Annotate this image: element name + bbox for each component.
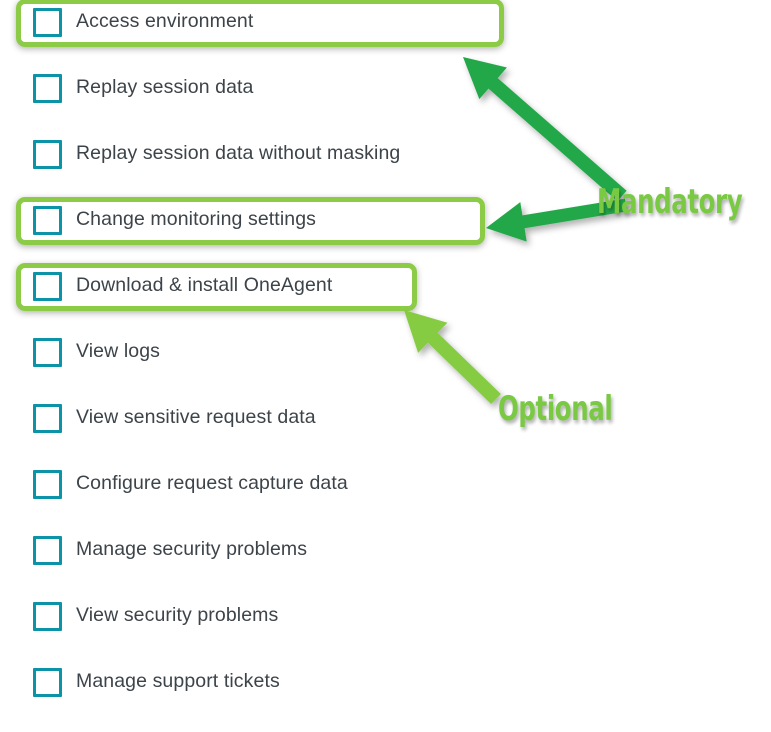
permission-label: View security problems [76,604,279,627]
checkbox-access-environment[interactable] [33,7,62,37]
permission-row[interactable]: View security problems [0,594,278,638]
permission-label: Replay session data without masking [76,142,401,165]
arrow-optional-to-download-oneagent [404,310,501,404]
checkbox-manage-support-tickets[interactable] [33,667,62,697]
permission-label: Configure request capture data [76,472,348,495]
permission-row[interactable]: Manage security problems [0,528,307,572]
checkbox-replay-session-data-without-masking[interactable] [33,139,62,169]
checkbox-configure-request-capture-data[interactable] [33,469,62,499]
annotation-optional-label: Optional [498,389,613,429]
checkbox-change-monitoring-settings[interactable] [33,205,62,235]
permission-label: Access environment [76,10,254,33]
permission-label: View sensitive request data [76,406,316,429]
permission-label: Change monitoring settings [76,208,316,231]
permission-row[interactable]: Replay session data [0,66,254,110]
arrow-mandatory-to-access-environment [463,57,627,202]
permission-label: Manage support tickets [76,670,280,693]
checkbox-manage-security-problems[interactable] [33,535,62,565]
checkbox-view-security-problems[interactable] [33,601,62,631]
permission-row[interactable]: Change monitoring settings [0,198,316,242]
permission-row[interactable]: View sensitive request data [0,396,316,440]
permission-row[interactable]: Access environment [0,0,253,44]
permission-label: Replay session data [76,76,254,99]
checkbox-view-logs[interactable] [33,337,62,367]
permission-row[interactable]: Replay session data without masking [0,132,400,176]
permission-row[interactable]: Manage support tickets [0,660,280,704]
permission-row[interactable]: Download & install OneAgent [0,264,332,308]
checkbox-download-install-oneagent[interactable] [33,271,62,301]
checkbox-replay-session-data[interactable] [33,73,62,103]
permission-row[interactable]: View logs [0,330,160,374]
annotation-mandatory-label: Mandatory [597,182,743,222]
permission-label: Manage security problems [76,538,308,561]
checkbox-view-sensitive-request-data[interactable] [33,403,62,433]
permission-label: View logs [76,340,161,363]
permission-label: Download & install OneAgent [76,274,333,297]
permission-row[interactable]: Configure request capture data [0,462,348,506]
